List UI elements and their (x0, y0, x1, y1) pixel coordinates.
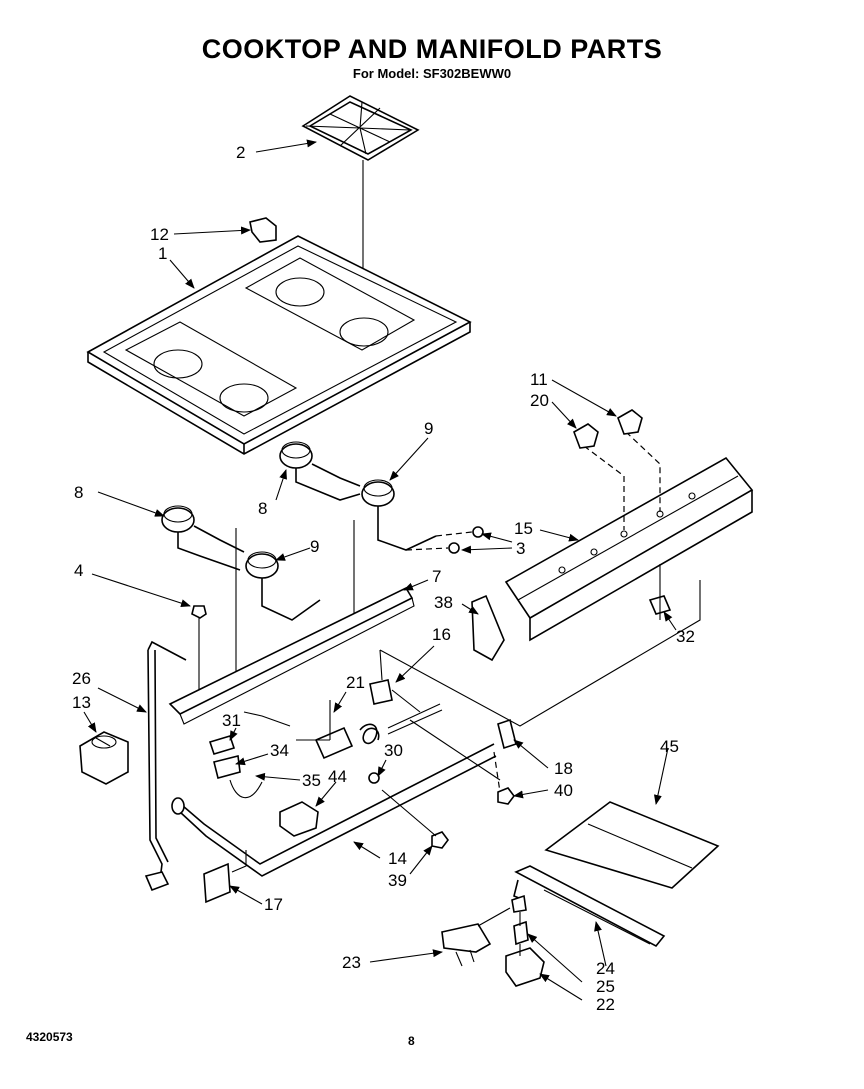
model-subtitle: For Model: SF302BEWW0 (352, 66, 512, 81)
knob-bezel (573, 423, 599, 449)
orifice-hoods (405, 526, 484, 554)
cooktop-panel (86, 235, 472, 455)
manifold-pipe (171, 743, 497, 877)
screw (191, 605, 207, 619)
callout-13: 13 (72, 693, 91, 712)
page-number: 8 (408, 1034, 415, 1048)
callout-1: 1 (158, 244, 167, 263)
pressure-regulator (79, 731, 129, 785)
callout-8b: 8 (258, 499, 267, 518)
callout-24: 24 (596, 959, 615, 978)
callout-40: 40 (554, 781, 573, 800)
callout-25: 25 (596, 977, 615, 996)
document-number: 4320573 (26, 1030, 73, 1044)
callout-3: 3 (516, 539, 525, 558)
callout-34: 34 (270, 741, 289, 760)
callout-9b: 9 (424, 419, 433, 438)
manifold-panel (504, 431, 754, 642)
callout-16: 16 (432, 625, 451, 644)
callout-22: 22 (596, 995, 615, 1014)
callout-2: 2 (236, 143, 245, 162)
callout-15: 15 (514, 519, 533, 538)
pilot-assembly (441, 907, 511, 967)
frame-outline (379, 564, 701, 727)
callout-18: 18 (554, 759, 573, 778)
side-bracket (471, 594, 505, 662)
burner-grate (301, 95, 420, 300)
mounting-bracket (497, 718, 517, 750)
callout-21: 21 (346, 673, 365, 692)
callout-4: 4 (74, 561, 83, 580)
callout-12: 12 (150, 225, 169, 244)
callout-23: 23 (342, 953, 361, 972)
rear-burner-assembly (279, 441, 437, 620)
oven-burner (505, 865, 666, 987)
callout-30: 30 (384, 741, 403, 760)
callout-38: 38 (434, 593, 453, 612)
callout-7: 7 (432, 567, 441, 586)
callout-17: 17 (264, 895, 283, 914)
callout-45: 45 (660, 737, 679, 756)
burner-support-bar (168, 586, 415, 725)
callout-44: 44 (328, 767, 347, 786)
callout-8a: 8 (74, 483, 83, 502)
callout-31: 31 (222, 711, 241, 730)
callout-35: 35 (302, 771, 321, 790)
callout-labels: 2 12 1 8 8 9 9 4 7 3 11 20 15 38 32 16 2… (72, 143, 695, 1014)
callout-39: 39 (388, 871, 407, 890)
callout-11: 11 (530, 370, 548, 389)
knob (617, 409, 643, 435)
ignition-parts (208, 649, 443, 837)
leader-lines (83, 139, 677, 1001)
page-title: COOKTOP AND MANIFOLD PARTS (201, 34, 663, 64)
hex-screw-40 (497, 787, 515, 805)
front-burner-assembly (161, 505, 321, 680)
callout-20: 20 (530, 391, 549, 410)
callout-14: 14 (388, 849, 407, 868)
callout-9a: 9 (310, 537, 319, 556)
gas-supply-line (144, 640, 187, 892)
callout-26: 26 (72, 669, 91, 688)
callout-32: 32 (676, 627, 695, 646)
pipe-bracket (203, 862, 231, 904)
cooktop-clip (249, 217, 277, 243)
heat-shield (544, 801, 720, 889)
